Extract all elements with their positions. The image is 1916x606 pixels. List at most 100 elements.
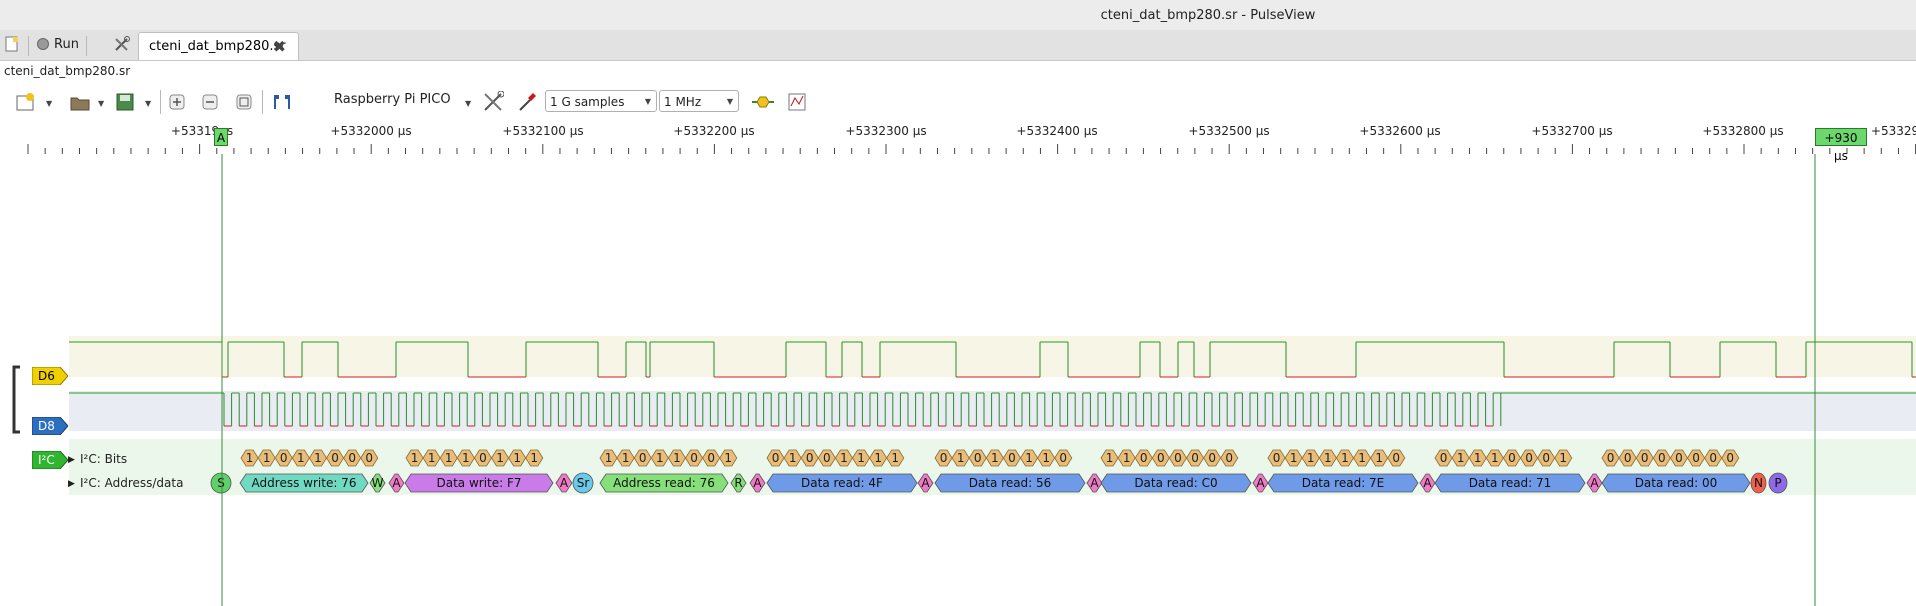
bit-value: 1: [1025, 451, 1033, 465]
decoder-icon: [752, 96, 774, 108]
ruler-label: +53329: [1870, 124, 1916, 138]
bit-cell: [886, 449, 905, 467]
tools-icon: [484, 91, 504, 111]
add-math-button[interactable]: [785, 90, 809, 114]
annotation-text: Address write: 76: [252, 476, 357, 490]
bit-value: 1: [1559, 451, 1567, 465]
bit-value: 1: [857, 451, 865, 465]
bit-cell: [1387, 449, 1406, 467]
bit-value: 0: [974, 451, 982, 465]
bit-value: 1: [246, 451, 254, 465]
expand-arrow-icon[interactable]: ▶: [68, 455, 75, 465]
settings-button[interactable]: [113, 33, 131, 55]
annotation-shape: [1750, 472, 1767, 494]
bit-cell: [1054, 449, 1073, 467]
annotation-shape: [572, 472, 594, 494]
cursor-a-flag[interactable]: A: [214, 128, 228, 146]
channel-d8-tag[interactable]: D8: [32, 417, 68, 435]
chevron-down-icon[interactable]: ▼: [465, 99, 472, 108]
sample-rate-select[interactable]: 1 MHz ▼: [659, 90, 739, 112]
channel-d6-tag[interactable]: D6: [32, 367, 68, 385]
bit-value: 1: [1491, 451, 1499, 465]
annotation-shape: [1768, 472, 1788, 494]
chevron-down-icon[interactable]: ▼: [98, 99, 105, 108]
run-button[interactable]: Run: [36, 33, 79, 55]
close-icon[interactable]: ✖: [272, 37, 286, 56]
zoom-in-icon: [169, 94, 185, 110]
d6-row-bg: [69, 336, 1916, 377]
bit-value: 1: [411, 451, 419, 465]
device-config-button[interactable]: [481, 90, 505, 114]
time-ruler[interactable]: [0, 120, 1916, 154]
annotation-text: A: [1590, 476, 1599, 490]
annotation-text: A: [921, 476, 930, 490]
bit-value: 1: [1042, 451, 1050, 465]
device-selector[interactable]: Raspberry Pi PICO: [334, 92, 451, 107]
bit-value: 0: [1709, 451, 1717, 465]
annotation-text: Data read: C0: [1134, 476, 1217, 490]
annotation-text: Data read: 56: [969, 476, 1052, 490]
annotation-text: A: [1090, 476, 1099, 490]
bit-value: 1: [991, 451, 999, 465]
annotation-shape: [555, 473, 573, 493]
ruler-label: +5332200 µs: [673, 124, 755, 138]
channel-d6-label: D6: [38, 369, 55, 383]
chevron-down-icon: ▼: [726, 97, 733, 106]
annotation-shape: [1601, 473, 1751, 493]
chevron-down-icon[interactable]: ▼: [145, 99, 152, 108]
bit-value: 0: [1191, 451, 1199, 465]
annotation-shape: [917, 473, 934, 493]
decoder-tag[interactable]: I²C: [32, 451, 68, 469]
bit-value: 1: [605, 451, 613, 465]
tag-shape: [32, 367, 68, 385]
d6-waveform: [69, 341, 1916, 378]
math-icon: [788, 93, 806, 111]
file-label: cteni_dat_bmp280.sr: [4, 64, 131, 78]
bit-value: 0: [1273, 451, 1281, 465]
annotation-text: Sr: [577, 476, 590, 490]
tab-document[interactable]: cteni_dat_bmp280.sr ✖: [138, 32, 299, 60]
zoom-out-button[interactable]: [198, 90, 222, 114]
bit-value: 1: [891, 451, 899, 465]
new-session-button[interactable]: [4, 33, 20, 55]
expand-arrow-icon[interactable]: ▶: [68, 479, 75, 489]
sample-count-select[interactable]: 1 G samples ▼: [545, 90, 657, 112]
zoom-fit-button[interactable]: [232, 90, 256, 114]
bit-value: 0: [1726, 451, 1734, 465]
zoom-in-button[interactable]: [165, 90, 189, 114]
bit-value: 0: [1675, 451, 1683, 465]
annotation-text: Data read: 71: [1469, 476, 1552, 490]
save-button[interactable]: [113, 90, 137, 114]
bit-value: 1: [1358, 451, 1366, 465]
show-cursors-button[interactable]: [270, 90, 294, 114]
bit-value: 1: [789, 451, 797, 465]
probe-config-button[interactable]: [515, 90, 539, 114]
chevron-down-icon: ▼: [644, 97, 651, 106]
channel-group-bracket: [12, 365, 20, 434]
cursor-b-delta[interactable]: +930 µs: [1815, 128, 1867, 163]
separator: [86, 36, 87, 56]
add-decoder-button[interactable]: [751, 90, 775, 114]
bit-value: 0: [1208, 451, 1216, 465]
new-view-icon: [16, 93, 34, 111]
new-view-button[interactable]: [14, 90, 38, 114]
chevron-down-icon[interactable]: ▼: [46, 99, 53, 108]
bit-value: 1: [513, 451, 521, 465]
probe-icon: [519, 93, 536, 111]
bit-value: 0: [707, 451, 715, 465]
save-icon: [116, 93, 134, 111]
bit-value: 1: [622, 451, 630, 465]
ruler-label: +5332100 µs: [502, 124, 584, 138]
annotation-shape: [210, 472, 232, 494]
bit-value: 1: [297, 451, 305, 465]
bit-value: 0: [1174, 451, 1182, 465]
title-bar: cteni_dat_bmp280.sr - PulseView: [0, 0, 1916, 30]
annotation-text: N: [1754, 476, 1763, 490]
open-button[interactable]: [68, 90, 92, 114]
ruler-label: s: [226, 124, 234, 138]
annotation-text: A: [753, 476, 762, 490]
annotation-text: A: [1256, 476, 1265, 490]
ruler-label: +5332600 µs: [1359, 124, 1441, 138]
d8-row-bg: [69, 391, 1916, 431]
